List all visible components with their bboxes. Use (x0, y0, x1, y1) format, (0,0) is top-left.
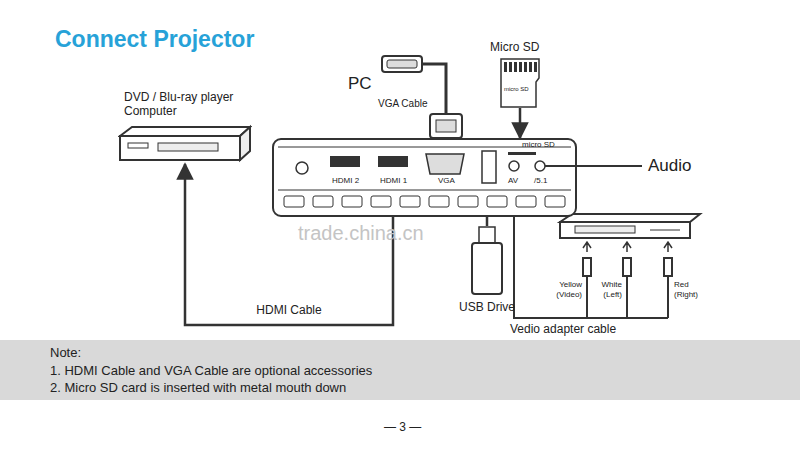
vga-cable (382, 56, 462, 138)
edge-label: HDMI Cable (256, 303, 321, 317)
usb-shape (470, 226, 504, 296)
card-shape (498, 58, 542, 108)
shape (534, 62, 537, 72)
port-label: VGA (438, 176, 455, 185)
vent (313, 196, 333, 207)
port-label: micro SD (522, 140, 555, 149)
label: Yellow (559, 280, 582, 289)
vent (458, 196, 478, 207)
note-text: 1. HDMI Cable and VGA Cable are optional… (50, 363, 372, 378)
vent (429, 196, 449, 207)
cable-connector (486, 217, 489, 226)
card-body: micro SD (498, 58, 542, 108)
vent (400, 196, 420, 207)
audio-jack (535, 161, 545, 171)
note-text: 2. Micro SD card is inserted with metal … (50, 380, 346, 395)
sd-slot (508, 152, 536, 155)
label: (Left) (603, 290, 622, 299)
av-jack (509, 161, 519, 171)
projector-panel: HDMI 2 HDMI 1 VGA micro SD AV/5.1 (272, 138, 577, 217)
audio-cable (577, 166, 642, 167)
label: VGA Cable (378, 98, 427, 109)
vent (342, 196, 362, 207)
label: Red (674, 280, 689, 289)
vent (284, 196, 304, 207)
hdmi-port (330, 156, 360, 167)
dvd-player-shape (118, 124, 252, 164)
micro-sd-card: Micro SD micro SD (490, 40, 560, 108)
label: PC (348, 74, 372, 94)
vent (545, 196, 565, 207)
vga-port (426, 154, 464, 174)
vent (487, 196, 507, 207)
shape (529, 62, 532, 72)
label: (Video) (556, 290, 582, 299)
shape (514, 62, 517, 72)
shape (545, 165, 577, 167)
usb-drive: USB Drive (455, 226, 525, 314)
note-text: Note: (50, 345, 81, 360)
watermark: trade.china.cn (298, 222, 424, 245)
card-heading: Micro SD (490, 40, 560, 54)
label: (Right) (674, 290, 698, 299)
vent (371, 196, 391, 207)
page-number: — 3 — (384, 420, 421, 434)
projector-body (273, 139, 576, 216)
usb-drive-shape (470, 226, 504, 296)
shape (120, 127, 250, 136)
source-device: DVD / Blu-ray player Computer (118, 90, 258, 164)
shape (504, 62, 507, 72)
usb-label: USB Drive (459, 300, 525, 314)
shape (501, 59, 539, 107)
label: White (602, 280, 622, 289)
port-label: HDMI 2 (332, 176, 359, 185)
card-print: micro SD (504, 86, 529, 92)
av-player (560, 214, 700, 238)
usb-port (482, 151, 496, 183)
shape (240, 127, 250, 160)
shape (120, 136, 240, 160)
projector-shape (272, 138, 577, 217)
port-label: /5.1 (534, 176, 547, 185)
shape (472, 243, 502, 294)
shape (519, 62, 522, 72)
port-label: HDMI 1 (380, 176, 407, 185)
shape (278, 190, 571, 191)
device-label: DVD / Blu-ray player Computer (124, 90, 244, 118)
title: Connect Projector (55, 26, 254, 53)
shape (128, 143, 148, 148)
cable-connector (519, 108, 522, 138)
shape (479, 227, 495, 243)
shape (509, 62, 512, 72)
note-band (0, 340, 800, 400)
shape (158, 143, 218, 151)
hdmi-port (378, 156, 408, 167)
port-label: AV (508, 176, 518, 185)
label: Audio (648, 156, 691, 176)
shape (524, 62, 527, 72)
label: Vedio adapter cable (510, 322, 616, 336)
power-jack (296, 162, 308, 174)
vent (516, 196, 536, 207)
